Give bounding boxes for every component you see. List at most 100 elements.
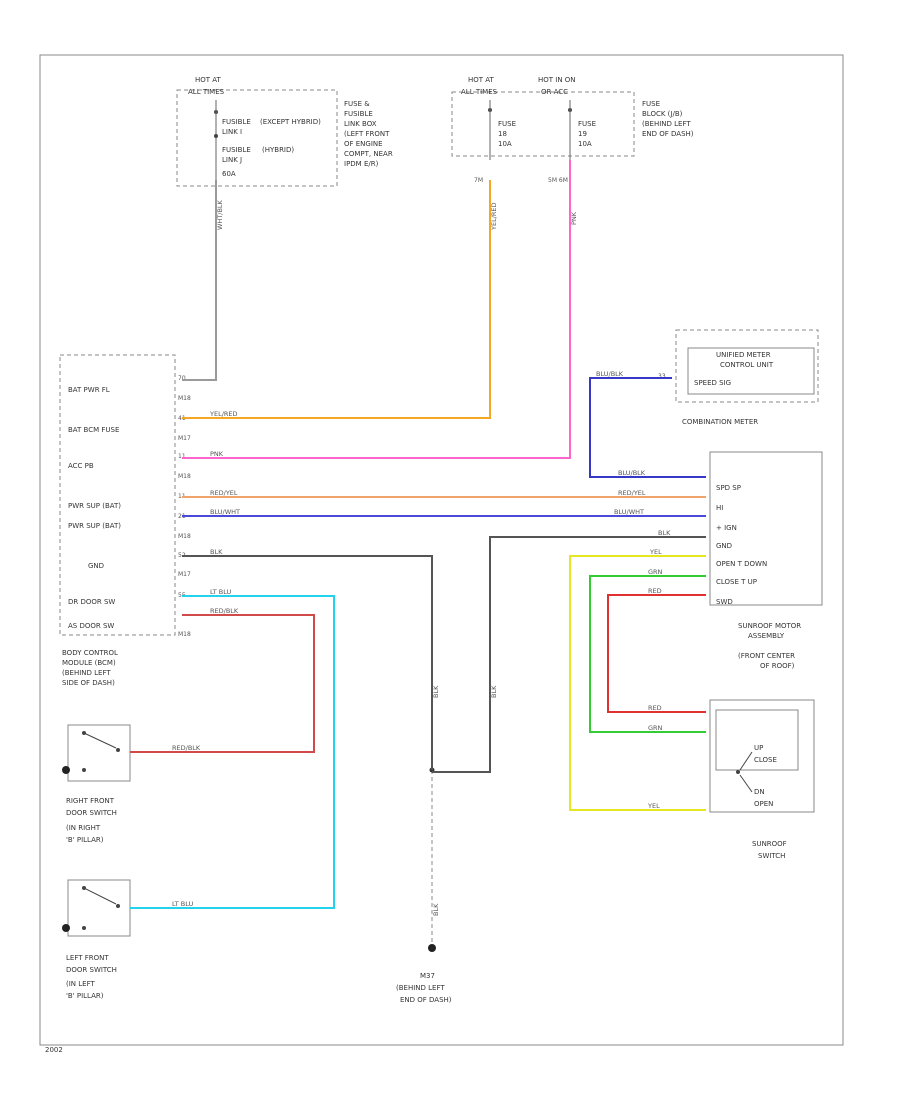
fuse-desc-2: FUSIBLE <box>344 110 373 118</box>
rf-switch-outline <box>67 724 131 782</box>
wire-label-red: RED <box>648 587 662 595</box>
fuse19-number: 19 <box>578 130 587 138</box>
meter-term-speed: SPEED SIG <box>694 379 731 387</box>
fuse-a-name: FUSIBLE <box>222 118 251 126</box>
fuse-block-pin-a: 7M <box>474 177 483 184</box>
lf-switch-label-2: DOOR SWITCH <box>66 966 117 974</box>
fuse-node-mid <box>214 134 218 138</box>
sunroof-switch-label-2: SWITCH <box>758 852 785 860</box>
meter-pin: 33 <box>658 373 666 380</box>
wire-wht-blk <box>182 180 217 381</box>
lf-switch-outline <box>67 879 131 937</box>
fuse-b-name: FUSIBLE <box>222 146 251 154</box>
bcm-pin-6: 52 <box>178 552 186 559</box>
motor-term-swd: SWD <box>716 598 733 606</box>
motor-term-ign: + IGN <box>716 524 737 532</box>
motor-term-gnd: GND <box>716 542 732 550</box>
ground-label-2: END OF DASH) <box>400 996 452 1004</box>
wire-label-blu-wht-2: BLU/WHT <box>614 508 644 516</box>
lf-switch-ground-node <box>82 926 86 930</box>
meter-title-2: CONTROL UNIT <box>720 361 774 369</box>
fuse19-amp: 10A <box>578 140 592 148</box>
sunroof-switch-up: UP <box>754 744 763 752</box>
fuse-block-jb: HOT AT ALL TIMES HOT IN ON OR ACC FUSE 1… <box>451 76 694 184</box>
meter-outline <box>675 329 819 403</box>
fuse-b-name-2: LINK J <box>222 156 242 164</box>
bcm-pin-4: 11 <box>178 493 186 500</box>
fuse-block-desc-1: FUSE <box>642 100 660 108</box>
bcm-conn-6: M18 <box>178 631 191 638</box>
fuse19-name: FUSE <box>578 120 596 128</box>
motor-term-open: OPEN T DOWN <box>716 560 767 568</box>
bcm-label-3: (BEHIND LEFT <box>62 669 111 677</box>
rf-switch-label-4: 'B' PILLAR) <box>66 836 104 844</box>
bcm-term-pwr-sup-2: PWR SUP (BAT) <box>68 522 121 530</box>
lf-switch-label-3: (IN LEFT <box>66 980 95 988</box>
fuse-a-note: (EXCEPT HYBRID) <box>260 118 321 126</box>
wire-label-blu-blk: BLU/BLK <box>596 370 624 378</box>
bcm-pin-5: 21 <box>178 513 186 520</box>
fuse-block-pin-b: 5M 6M <box>548 177 568 184</box>
sunroof-switch-dn: DN <box>754 788 765 796</box>
fuse-fusible-link-box: HOT AT ALL TIMES FUSIBLE LINK I (EXCEPT … <box>176 76 393 187</box>
combination-meter: UNIFIED METER CONTROL UNIT SPEED SIG 33 … <box>658 329 819 426</box>
rf-switch-ground-node <box>82 768 86 772</box>
bcm-outline <box>59 354 176 636</box>
ground-icon <box>428 944 436 952</box>
sunroof-switch-open: OPEN <box>754 800 773 808</box>
wire-label-red-2: RED <box>648 704 662 712</box>
fuse-b-note: (HYBRID) <box>262 146 294 154</box>
sunroof-switch-label-1: SUNROOF <box>752 840 787 848</box>
wire-label-pnk: PNK <box>210 450 224 458</box>
ground-point-m37: M37 (BEHIND LEFT END OF DASH) <box>396 767 452 1004</box>
motor-label-2: ASSEMBLY <box>748 632 785 640</box>
sunroof-switch-outline <box>709 699 815 813</box>
fuse-desc-1: FUSE & <box>344 100 370 108</box>
bcm-term-bat-pwr-fl: BAT PWR FL <box>68 386 110 394</box>
fuse-block-hot-a: HOT AT <box>468 76 495 84</box>
motor-term-close: CLOSE T UP <box>716 578 757 586</box>
fuse-desc-3: LINK BOX <box>344 120 377 128</box>
fuse-block-desc-4: END OF DASH) <box>642 130 694 138</box>
lf-switch-blade <box>83 887 117 905</box>
fuse-rating: 60A <box>222 170 236 178</box>
bcm-conn-4: M18 <box>178 533 191 540</box>
wires: WHT/BLK YEL/RED YEL/RED PNK PNK RED/YEL … <box>130 160 706 916</box>
lf-switch-pivot <box>82 886 86 890</box>
fuse-block-hot-b-2: OR ACC <box>541 88 568 96</box>
fuse18-name: FUSE <box>498 120 516 128</box>
wire-grn <box>589 575 706 733</box>
wire-label-blk: BLK <box>210 548 223 556</box>
bcm-pin-3: 11 <box>178 453 186 460</box>
wire-label-blu-wht: BLU/WHT <box>210 508 240 516</box>
rf-switch-label-1: RIGHT FRONT <box>66 797 115 805</box>
bcm-term-acc-pb: ACC PB <box>68 462 94 470</box>
motor-label-3: (FRONT CENTER <box>738 652 795 660</box>
bcm-conn-5: M17 <box>178 571 191 578</box>
wire-label-blk-v3: BLK <box>432 903 440 916</box>
wire-pnk <box>182 160 571 459</box>
wire-label-yel-red: YEL/RED <box>209 410 238 418</box>
fuse-desc-6: COMPT, NEAR <box>344 150 393 158</box>
fuse-block-outline <box>451 91 635 157</box>
wire-label-wht-blk: WHT/BLK <box>216 199 224 230</box>
wire-label-lt-blu: LT BLU <box>210 588 232 596</box>
sunroof-switch-blade-up <box>739 751 753 771</box>
bcm-conn-3: M18 <box>178 473 191 480</box>
wire-yel <box>569 555 706 811</box>
sunroof-switch-blade-dn <box>739 774 753 793</box>
bcm-label-2: MODULE (BCM) <box>62 659 116 667</box>
fuse-block-hot-b: HOT IN ON <box>538 76 576 84</box>
bcm-conn-2: M17 <box>178 435 191 442</box>
rf-switch-label-3: (IN RIGHT <box>66 824 101 832</box>
lf-switch-label-1: LEFT FRONT <box>66 954 109 962</box>
right-front-door-switch: RIGHT FRONT DOOR SWITCH (IN RIGHT 'B' PI… <box>62 724 131 844</box>
fuse-box-outline <box>176 89 338 187</box>
meter-label: COMBINATION METER <box>682 418 758 426</box>
wire-blk-bcm-gnd <box>182 555 433 770</box>
diagram-frame <box>39 54 844 1046</box>
wire-blu-blk <box>589 377 706 478</box>
wire-label-blu-blk-2: BLU/BLK <box>618 469 646 477</box>
wire-label-pnk-v: PNK <box>570 211 578 225</box>
